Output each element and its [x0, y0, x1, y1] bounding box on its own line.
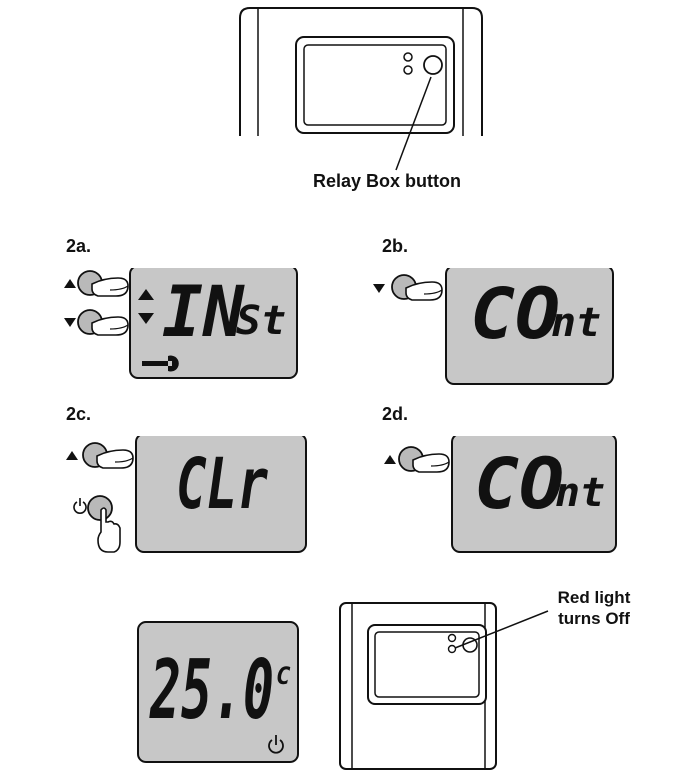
- step-label-2d: 2d.: [382, 404, 408, 424]
- down-arrow-icon: [64, 318, 76, 327]
- final-thermostat-display: 25.0 C: [137, 621, 299, 763]
- power-icon: [268, 735, 284, 754]
- relay-box-bottom: [339, 602, 549, 770]
- leader-line: [395, 76, 432, 171]
- up-button-2d[interactable]: [398, 446, 450, 473]
- step-2c: CLr: [66, 432, 307, 553]
- up-arrow-icon: [64, 279, 76, 288]
- down-button-2a[interactable]: [77, 309, 129, 336]
- lcd-sub-2d: nt: [555, 470, 605, 516]
- relay-box-button-label: Relay Box button: [313, 171, 461, 191]
- step-2b: CO nt: [373, 264, 614, 385]
- up-arrow-icon: [138, 289, 154, 300]
- step-label-2a: 2a.: [66, 236, 91, 256]
- step-2d: CO nt: [384, 432, 617, 553]
- red-light-label-line2: turns Off: [558, 609, 630, 628]
- power-button-2c[interactable]: [87, 495, 121, 553]
- relay-box-button[interactable]: [423, 55, 443, 75]
- lcd-sub-2a: St: [236, 298, 286, 344]
- lcd-main-2c: CLr: [176, 443, 268, 525]
- up-arrow-icon: [66, 451, 78, 460]
- step-2a: IN St: [64, 264, 298, 379]
- down-arrow-icon: [138, 313, 154, 324]
- up-button-2a[interactable]: [77, 270, 129, 297]
- down-button-2b[interactable]: [391, 274, 443, 301]
- temperature-value: 25.0: [149, 643, 274, 738]
- lcd-main-2d: CO: [474, 443, 564, 525]
- lcd-main-2a: IN: [162, 271, 245, 353]
- step-label-2c: 2c.: [66, 404, 91, 424]
- leader-line: [454, 610, 549, 649]
- lcd-sub-2b: nt: [551, 300, 601, 346]
- lcd-display-final: [137, 621, 299, 763]
- up-button-2c[interactable]: [82, 442, 134, 469]
- temperature-unit: C: [276, 662, 291, 690]
- up-arrow-icon: [384, 455, 396, 464]
- power-icon: [73, 498, 87, 514]
- lcd-main-2b: CO: [470, 273, 560, 355]
- finger-press-icon: [97, 507, 121, 553]
- relay-box-top: [239, 7, 483, 171]
- step-label-2b: 2b.: [382, 236, 408, 256]
- wrench-icon: [142, 355, 179, 372]
- red-light-indicator: [447, 644, 457, 654]
- red-light-label-line1: Red light: [558, 588, 631, 607]
- down-arrow-icon: [373, 284, 385, 293]
